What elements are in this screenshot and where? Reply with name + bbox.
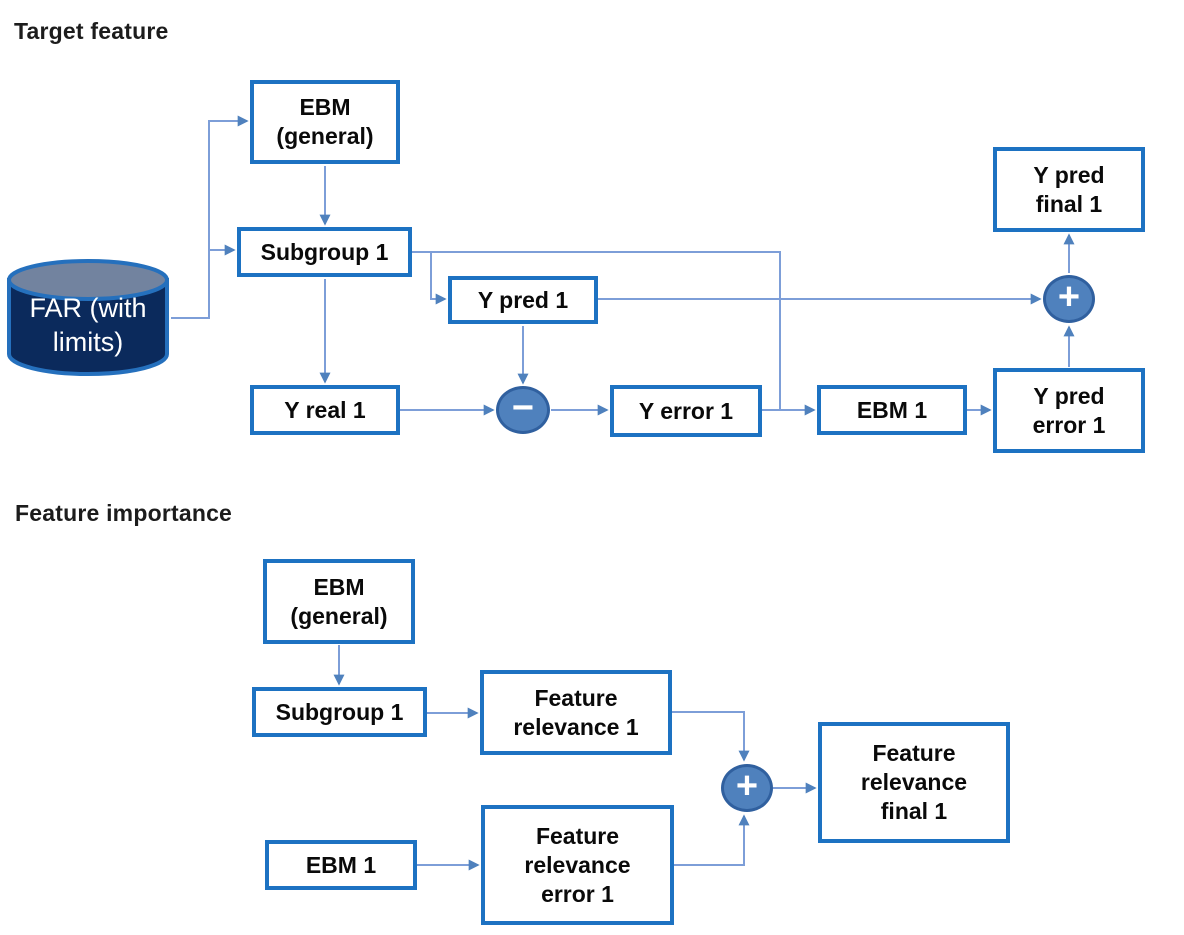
node-label-line: EBM 1 bbox=[305, 851, 377, 878]
node-y-pred-final-1: Y pred final 1 bbox=[993, 147, 1145, 232]
node-far-database: FAR (with limits) bbox=[5, 258, 171, 378]
node-label-line: relevance bbox=[860, 769, 968, 795]
plus-icon: + bbox=[1057, 276, 1081, 318]
node-y-pred-1: Y pred 1 bbox=[448, 276, 598, 324]
node-label-line: EBM 1 bbox=[856, 396, 928, 423]
node-far-label: FAR (with limits) bbox=[5, 258, 171, 378]
section-heading-feature-importance: Feature importance bbox=[15, 500, 233, 526]
plus-icon: + bbox=[735, 765, 759, 807]
node-y-real-1: Y real 1 bbox=[250, 385, 400, 435]
node-label-line: error 1 bbox=[1032, 411, 1106, 438]
node-label-line: EBM bbox=[299, 94, 351, 120]
node-ebm-1-importance: EBM 1 bbox=[265, 840, 417, 890]
database-cylinder-icon bbox=[7, 259, 169, 376]
minus-icon: − bbox=[511, 387, 535, 429]
node-label-line: Y pred bbox=[1033, 161, 1105, 188]
edge-feature-relevance-error-to-plus bbox=[674, 814, 750, 866]
node-ebm-general-importance: EBM (general) bbox=[263, 559, 415, 644]
node-ebm-1-target: EBM 1 bbox=[817, 385, 967, 435]
minus-operator-circle: − bbox=[496, 386, 550, 434]
node-label-line: Feature bbox=[872, 740, 956, 766]
node-label-line: EBM bbox=[313, 573, 365, 600]
node-feature-relevance-1: Feature relevance 1 bbox=[480, 670, 672, 755]
node-label-line: Y pred bbox=[1033, 382, 1105, 409]
node-label-line: Feature bbox=[535, 822, 620, 849]
edge-subgroup-to-y-pred bbox=[430, 252, 447, 305]
node-label-line: relevance bbox=[524, 851, 631, 878]
node-subgroup-1-importance: Subgroup 1 bbox=[252, 687, 427, 737]
node-label-line: (general) bbox=[290, 602, 388, 629]
node-label-line: Y pred 1 bbox=[477, 286, 569, 313]
node-label-line: limits) bbox=[52, 327, 124, 357]
node-label-line: (general) bbox=[276, 123, 374, 149]
node-ebm-general-target: EBM (general) bbox=[250, 80, 400, 164]
plus-operator-circle-target: + bbox=[1043, 275, 1095, 323]
section-heading-target-feature: Target feature bbox=[14, 18, 169, 44]
node-label-line: Feature bbox=[534, 684, 618, 711]
node-label-line: final 1 bbox=[880, 798, 948, 824]
node-label-line: relevance 1 bbox=[513, 713, 639, 740]
plus-operator-circle-importance: + bbox=[721, 764, 773, 812]
node-feature-relevance-final-1: Feature relevance final 1 bbox=[818, 722, 1010, 843]
node-y-error-1: Y error 1 bbox=[610, 385, 762, 437]
node-label-line: final 1 bbox=[1035, 190, 1103, 217]
node-label-line: Subgroup 1 bbox=[275, 698, 404, 725]
node-label-line: Y error 1 bbox=[638, 397, 734, 424]
node-label-line: Subgroup 1 bbox=[260, 238, 389, 265]
node-y-pred-error-1: Y pred error 1 bbox=[993, 368, 1145, 453]
edge-feature-relevance-to-plus bbox=[672, 711, 750, 762]
node-label-line: error 1 bbox=[541, 880, 614, 907]
node-subgroup-1-target: Subgroup 1 bbox=[237, 227, 412, 277]
node-feature-relevance-error-1: Feature relevance error 1 bbox=[481, 805, 674, 925]
node-label-line: Y real 1 bbox=[284, 396, 366, 423]
edge-far-to-ebm-general bbox=[171, 115, 249, 319]
node-label-line: FAR (with bbox=[29, 293, 147, 323]
